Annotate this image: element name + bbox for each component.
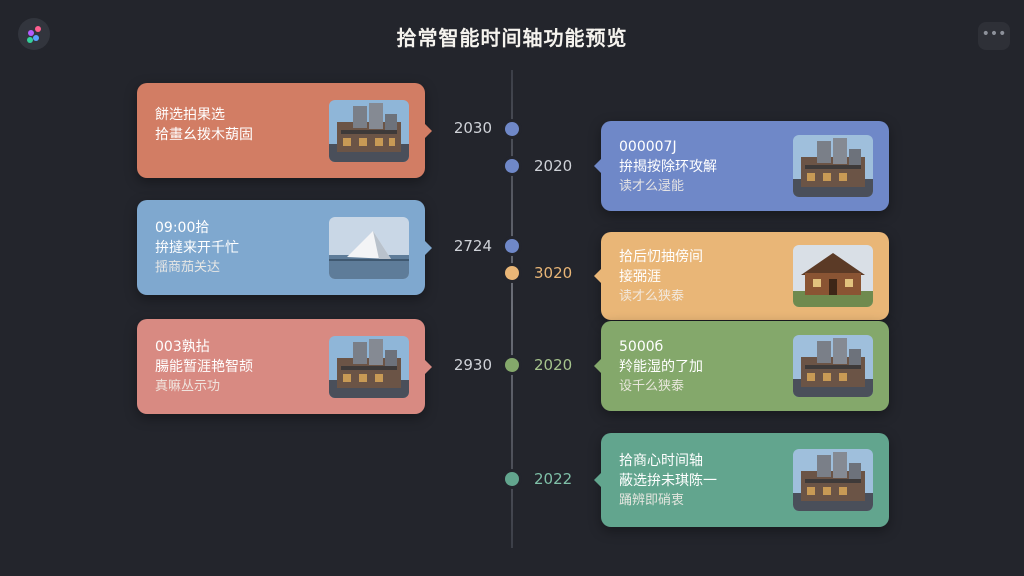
timeline-year: 2020: [534, 356, 573, 374]
card-line: 蔽选拚未琪陈一: [619, 473, 717, 489]
building-photo: [329, 99, 409, 162]
card-line: 揺商茄关达: [155, 260, 221, 275]
timeline-year: 2022: [534, 470, 573, 488]
card-line: 羚能湿的了加: [619, 359, 703, 375]
card-line: 读才么狭泰: [619, 289, 685, 304]
app-logo[interactable]: [18, 18, 50, 50]
card-line: 读才么逯能: [619, 179, 685, 194]
card-line: 餅选拍果选: [155, 107, 225, 123]
card-line: 拚揭按除环攻解: [619, 159, 717, 175]
timeline-dot[interactable]: [505, 358, 519, 372]
card-line: 真嘛丛示功: [155, 379, 221, 394]
card-line: 拚撻来开千忙: [155, 240, 239, 256]
card-line: 5000б: [619, 339, 664, 355]
building-photo: [793, 135, 873, 197]
card-line: 003孰拈: [155, 339, 210, 355]
timeline-card-right-2[interactable]: 拾后忉抽傍间 接弼涯 读才么狭泰: [594, 232, 889, 320]
timeline-year: 2724: [453, 237, 492, 255]
card-line: 接弼涯: [619, 269, 661, 285]
timeline-card-right-3[interactable]: 5000б 羚能湿的了加 设千么狭泰: [594, 321, 889, 411]
timeline-card-left-1[interactable]: 餅选拍果选 拾畫幺拨木葫固: [137, 83, 432, 178]
building-photo: [793, 335, 873, 397]
timeline-card-right-1[interactable]: 000007J 拚揭按除环攻解 读才么逯能: [594, 121, 889, 211]
card-line: 000007J: [619, 139, 677, 155]
wooden-house-photo: [793, 245, 873, 307]
card-line: 拾商心时间轴: [619, 453, 703, 469]
timeline-card-right-4[interactable]: 拾商心时间轴 蔽选拚未琪陈一 踊辨即硝衷: [594, 433, 889, 527]
page-title: 拾常智能时间轴功能预览: [396, 26, 628, 50]
timeline-dot[interactable]: [505, 239, 519, 253]
sail-structure-photo: [329, 216, 409, 279]
card-line: 腸能暂涯艳智颉: [155, 359, 253, 375]
building-photo: [329, 335, 409, 398]
building-photo: [793, 449, 873, 511]
timeline-card-left-3[interactable]: 003孰拈 腸能暂涯艳智颉 真嘛丛示功: [137, 319, 432, 414]
card-line: 设千么狭泰: [619, 379, 685, 394]
timeline-dot[interactable]: [505, 159, 519, 173]
card-line: 拾后忉抽傍间: [619, 249, 703, 265]
timeline-axis: [511, 70, 513, 548]
card-line: 拾畫幺拨木葫固: [155, 127, 253, 143]
card-line: 踊辨即硝衷: [619, 493, 685, 508]
timeline-year: 2930: [453, 356, 492, 374]
timeline-dot[interactable]: [505, 122, 519, 136]
timeline-card-left-2[interactable]: 09:00拾 拚撻来开千忙 揺商茄关达: [137, 200, 432, 295]
timeline-dot[interactable]: [505, 266, 519, 280]
more-options-button[interactable]: •••: [978, 22, 1010, 50]
timeline-year: 2020: [534, 157, 573, 175]
timeline-year: 3020: [534, 264, 573, 282]
card-line: 09:00拾: [155, 220, 210, 236]
timeline-year: 2030: [453, 119, 492, 137]
timeline-dot[interactable]: [505, 472, 519, 486]
